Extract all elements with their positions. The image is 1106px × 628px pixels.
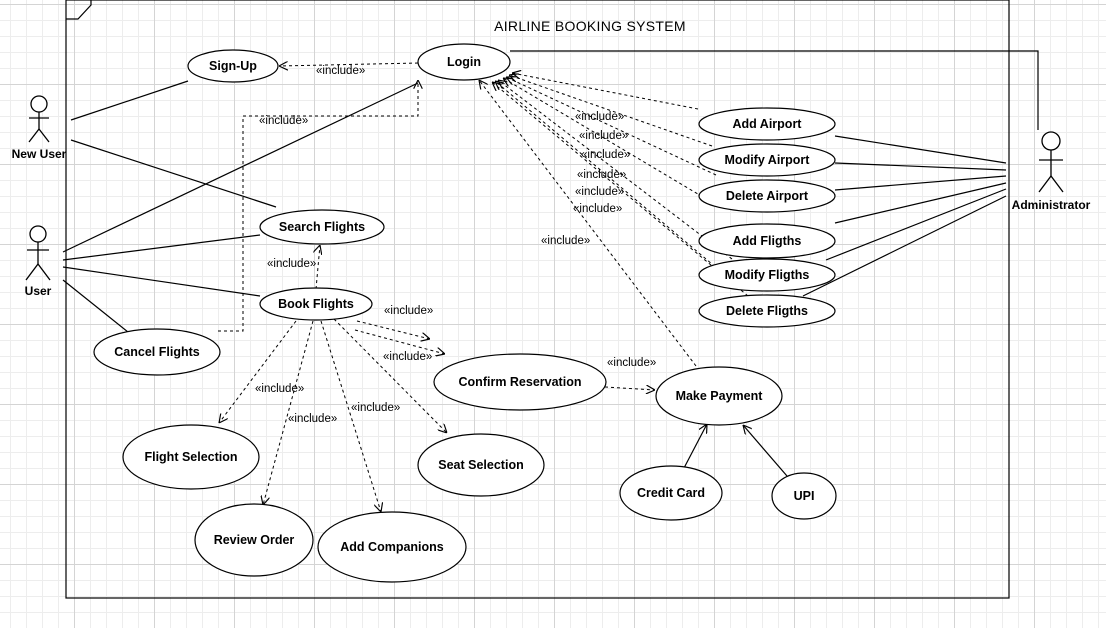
use-case-add-airport[interactable]: Add Airport xyxy=(698,107,836,141)
use-case-signup[interactable]: Sign-Up xyxy=(187,49,279,83)
use-case-label: Flight Selection xyxy=(144,450,237,464)
use-case-label: Credit Card xyxy=(637,486,705,500)
include-label: «include» xyxy=(351,402,400,414)
include-dependencies xyxy=(218,62,749,513)
use-case-label: Cancel Flights xyxy=(114,345,199,359)
actor-label: User xyxy=(25,284,52,298)
diagram-title: AIRLINE BOOKING SYSTEM xyxy=(494,18,686,34)
use-case-label: UPI xyxy=(794,489,815,503)
include-labels: «include» «include» «include» «include» … xyxy=(255,65,656,425)
use-case-delete-airport[interactable]: Delete Airport xyxy=(698,179,836,213)
system-boundary: AIRLINE BOOKING SYSTEM xyxy=(65,0,1010,599)
include-label: «include» xyxy=(575,111,624,123)
use-case-review-order[interactable]: Review Order xyxy=(194,503,314,577)
include-label: «include» xyxy=(579,130,628,142)
include-label: «include» xyxy=(541,235,590,247)
associations xyxy=(62,50,1039,477)
include-label: «include» xyxy=(575,186,624,198)
use-case-cancel-flights[interactable]: Cancel Flights xyxy=(93,328,221,376)
actor-new-user[interactable]: New User xyxy=(12,95,67,161)
use-case-label: Make Payment xyxy=(676,389,764,403)
use-case-modify-flights[interactable]: Modify Fligths xyxy=(698,258,836,292)
use-case-label: Book Flights xyxy=(278,297,354,311)
use-case-book-flights[interactable]: Book Flights xyxy=(259,287,373,321)
actor-label: New User xyxy=(12,147,67,161)
use-case-label: Login xyxy=(447,55,481,69)
use-case-label: Confirm Reservation xyxy=(459,375,582,389)
use-case-make-payment[interactable]: Make Payment xyxy=(655,366,783,426)
use-case-label: Modify Fligths xyxy=(725,268,810,282)
include-label: «include» xyxy=(316,65,365,77)
use-case-label: Modify Airport xyxy=(725,153,811,167)
use-case-delete-flights[interactable]: Delete Fligths xyxy=(698,294,836,328)
include-label: «include» xyxy=(573,203,622,215)
include-label: «include» xyxy=(259,115,308,127)
use-case-seat-selection[interactable]: Seat Selection xyxy=(417,433,545,497)
include-label: «include» xyxy=(267,258,316,270)
use-case-confirm-reservation[interactable]: Confirm Reservation xyxy=(433,353,607,411)
include-label: «include» xyxy=(581,149,630,161)
use-case-modify-airport[interactable]: Modify Airport xyxy=(698,143,836,177)
actor-label: Administrator xyxy=(1012,198,1091,212)
include-label: «include» xyxy=(288,413,337,425)
use-case-label: Sign-Up xyxy=(209,59,257,73)
use-case-add-companions[interactable]: Add Companions xyxy=(317,511,467,583)
use-case-login[interactable]: Login xyxy=(417,43,511,81)
use-case-search-flights[interactable]: Search Flights xyxy=(259,209,385,245)
include-label: «include» xyxy=(384,305,433,317)
use-case-label: Add Fligths xyxy=(733,234,802,248)
actor-administrator[interactable]: Administrator xyxy=(1012,131,1091,212)
use-case-upi[interactable]: UPI xyxy=(771,472,837,520)
use-case-label: Review Order xyxy=(214,533,295,547)
use-case-label: Add Companions xyxy=(340,540,444,554)
use-case-label: Search Flights xyxy=(279,220,365,234)
use-case-label: Seat Selection xyxy=(438,458,523,472)
include-label: «include» xyxy=(577,169,626,181)
use-case-label: Delete Airport xyxy=(726,189,809,203)
use-case-label: Add Airport xyxy=(733,117,803,131)
use-case-credit-card[interactable]: Credit Card xyxy=(619,465,723,521)
include-label: «include» xyxy=(383,351,432,363)
use-case-flight-selection[interactable]: Flight Selection xyxy=(122,424,260,490)
actor-user[interactable]: User xyxy=(25,225,52,298)
use-case-label: Delete Fligths xyxy=(726,304,808,318)
include-label: «include» xyxy=(255,383,304,395)
include-label: «include» xyxy=(607,357,656,369)
use-case-add-flights[interactable]: Add Fligths xyxy=(698,223,836,259)
